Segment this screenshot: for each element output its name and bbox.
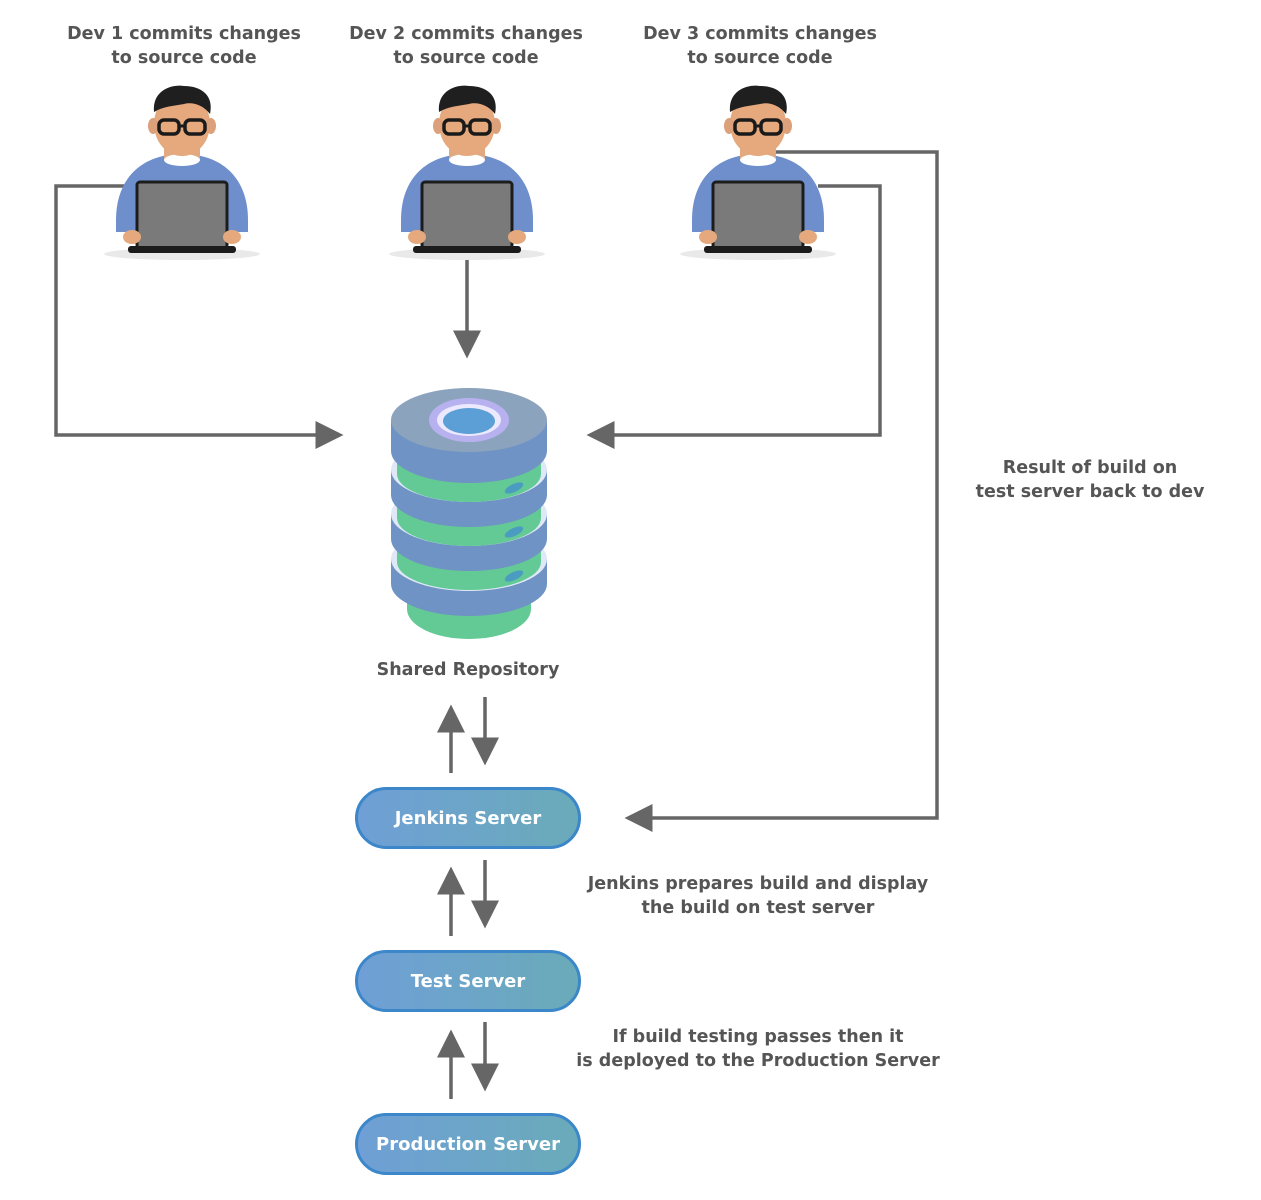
dev2-label-line2: to source code [393, 48, 539, 68]
prepare-build-annotation: Jenkins prepares build and display the b… [568, 872, 948, 920]
developer-3-icon [680, 85, 836, 260]
dev1-label-line1: Dev 1 commits changes [67, 24, 301, 44]
result-feedback-line2: test server back to dev [975, 482, 1205, 502]
result-feedback-line1: Result of build on [1002, 458, 1178, 478]
developer-2-icon [389, 85, 545, 260]
dev2-label: Dev 2 commits changes to source code [336, 22, 596, 70]
prepare-build-line2: the build on test server [641, 898, 875, 918]
repository-label: Shared Repository [376, 660, 560, 680]
deploy-line2: is deployed to the Production Server [576, 1051, 940, 1071]
dev3-to-repo-connector [586, 184, 882, 449]
dev3-label-line1: Dev 3 commits changes [643, 24, 877, 44]
production-server-node: Production Server [355, 1113, 581, 1175]
result-feedback-annotation: Result of build on test server back to d… [960, 456, 1220, 504]
dev2-label-line1: Dev 2 commits changes [349, 24, 583, 44]
prepare-build-line1: Jenkins prepares build and display [587, 874, 929, 894]
developer-1-icon [104, 85, 260, 260]
dev1-label-line2: to source code [111, 48, 257, 68]
database-icon [391, 388, 547, 639]
dev1-to-repo-connector [54, 184, 344, 449]
dev3-label: Dev 3 commits changes to source code [630, 22, 890, 70]
dev1-label: Dev 1 commits changes to source code [54, 22, 314, 70]
test-server-node: Test Server [355, 950, 581, 1012]
deploy-line1: If build testing passes then it [612, 1027, 904, 1047]
jenkins-server-node: Jenkins Server [355, 787, 581, 849]
feedback-to-dev3-connector [624, 150, 939, 832]
dev3-label-line2: to source code [687, 48, 833, 68]
deploy-annotation: If build testing passes then it is deplo… [548, 1025, 968, 1073]
